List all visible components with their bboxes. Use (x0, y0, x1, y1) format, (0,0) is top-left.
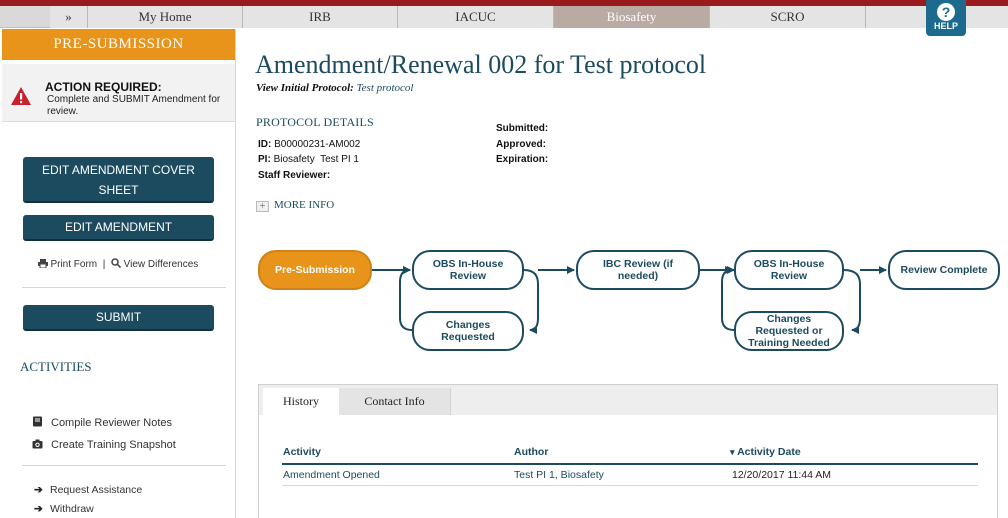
workflow-node-obs-review-1: OBS In-House Review (412, 250, 524, 290)
expiration-date: Expiration: (496, 154, 548, 165)
collapse-nav-button[interactable]: » (50, 6, 88, 28)
connector-arrow (843, 269, 861, 334)
question-mark-icon: ? (937, 3, 955, 21)
history-panel: History Contact Info Activity Author ▾ A… (258, 384, 998, 518)
camera-icon (32, 439, 43, 449)
compile-reviewer-notes-link[interactable]: Compile Reviewer Notes (32, 416, 172, 429)
book-icon (33, 416, 42, 427)
connector-arrow (523, 269, 539, 334)
sidebar-divider (22, 287, 226, 288)
nav-scro[interactable]: SCRO (710, 6, 866, 28)
top-navigation: » My Home IRB IACUC Biosafety SCRO (0, 6, 1008, 28)
action-required-title: ACTION REQUIRED: (45, 80, 162, 94)
workflow-diagram: Pre-Submission OBS In-House Review Chang… (250, 238, 1008, 368)
activity-date-label: Activity Date (737, 446, 801, 458)
edit-amendment-button[interactable]: EDIT AMENDMENT (23, 215, 214, 241)
edit-amendment-cover-sheet-button[interactable]: EDIT AMENDMENT COVER SHEET (23, 157, 214, 203)
tab-history[interactable]: History (263, 388, 339, 415)
row-date: 12/20/2017 11:44 AM (732, 469, 832, 481)
column-header-activity-date[interactable]: ▾ Activity Date (730, 446, 801, 458)
print-form-label: Print Form (50, 259, 98, 270)
connector-arrow (721, 266, 735, 331)
help-label: HELP (933, 21, 958, 31)
column-header-activity[interactable]: Activity (283, 446, 321, 458)
staff-reviewer-label: Staff Reviewer: (258, 170, 331, 181)
action-required-box: ACTION REQUIRED: Complete and SUBMIT Ame… (2, 64, 235, 122)
nav-iacuc[interactable]: IACUC (398, 6, 554, 28)
more-info-toggle[interactable]: + MORE INFO (256, 199, 334, 212)
more-info-label: MORE INFO (274, 199, 335, 211)
double-chevron-right-icon: » (65, 9, 72, 24)
compile-reviewer-notes-label: Compile Reviewer Notes (51, 417, 173, 429)
expand-plus-icon: + (256, 201, 269, 212)
view-initial-label: View Initial Protocol: (256, 82, 354, 94)
withdraw-link[interactable]: ➔ Withdraw (34, 503, 94, 515)
approved-date: Approved: (496, 139, 546, 150)
create-training-snapshot-link[interactable]: Create Training Snapshot (32, 439, 176, 451)
submitted-date: Submitted: (496, 123, 548, 134)
sidebar-divider (22, 465, 226, 466)
workflow-node-review-complete: Review Complete (888, 250, 1000, 290)
table-row-divider (282, 485, 978, 486)
create-training-snapshot-label: Create Training Snapshot (51, 439, 176, 451)
workflow-node-pre-submission: Pre-Submission (258, 250, 372, 290)
staff-reviewer: Staff Reviewer: (258, 170, 330, 181)
print-form-link[interactable]: Print Form (37, 259, 100, 270)
expiration-label: Expiration: (496, 154, 549, 165)
workflow-connectors (372, 266, 887, 334)
help-button[interactable]: ? HELP (926, 0, 966, 36)
nav-irb[interactable]: IRB (243, 6, 398, 28)
arrow-right-icon: ➔ (34, 484, 43, 496)
column-header-author[interactable]: Author (514, 446, 549, 458)
top-accent-strip (0, 0, 1008, 6)
table-header-rule (282, 463, 978, 465)
activities-heading: ACTIVITIES (20, 359, 92, 374)
printer-icon (37, 259, 48, 269)
protocol-id-label: ID: (258, 139, 272, 150)
warning-triangle-icon (11, 87, 31, 105)
approved-label: Approved: (496, 139, 546, 150)
arrow-right-icon: ➔ (34, 503, 43, 515)
view-differences-label: View Differences (123, 259, 199, 270)
print-separator: | (102, 259, 106, 270)
protocol-pi: PI: Biosafety Test PI 1 (258, 154, 359, 165)
row-activity: Amendment Opened (283, 469, 380, 481)
action-required-text: Complete and SUBMIT Amendment for review… (47, 94, 221, 117)
protocol-id: ID: B00000231-AM002 (258, 139, 360, 150)
tab-contact-info[interactable]: Contact Info (339, 388, 451, 415)
view-initial-protocol-link[interactable]: Test protocol (356, 82, 414, 94)
print-actions: Print Form | View Differences (0, 258, 236, 270)
row-author: Test PI 1, Biosafety (514, 469, 604, 481)
protocol-id-value: B00000231-AM002 (274, 139, 361, 150)
sort-down-icon: ▾ (730, 447, 735, 457)
search-icon (111, 258, 121, 269)
workflow-node-obs-review-2: OBS In-House Review (734, 250, 844, 290)
submitted-label: Submitted: (496, 123, 549, 134)
request-assistance-label: Request Assistance (50, 484, 143, 496)
view-differences-link[interactable]: View Differences (111, 258, 199, 270)
protocol-pi-label: PI: (258, 154, 271, 165)
withdraw-label: Withdraw (50, 503, 94, 515)
workflow-node-changes-or-training: Changes Requested or Training Needed (734, 311, 844, 351)
protocol-details-heading: PROTOCOL DETAILS (256, 115, 374, 129)
nav-biosafety[interactable]: Biosafety (554, 6, 710, 28)
state-banner: PRE-SUBMISSION (2, 29, 235, 60)
nav-my-home[interactable]: My Home (88, 6, 243, 28)
workflow-node-changes-requested: Changes Requested (412, 311, 524, 351)
page-title: Amendment/Renewal 002 for Test protocol (255, 50, 707, 79)
connector-arrow (399, 266, 413, 331)
submit-button[interactable]: SUBMIT (23, 305, 214, 331)
view-initial-protocol: View Initial Protocol: Test protocol (256, 82, 414, 94)
workflow-node-ibc-review: IBC Review (if needed) (576, 250, 700, 290)
request-assistance-link[interactable]: ➔ Request Assistance (34, 484, 142, 496)
protocol-pi-value: Biosafety Test PI 1 (273, 154, 359, 165)
